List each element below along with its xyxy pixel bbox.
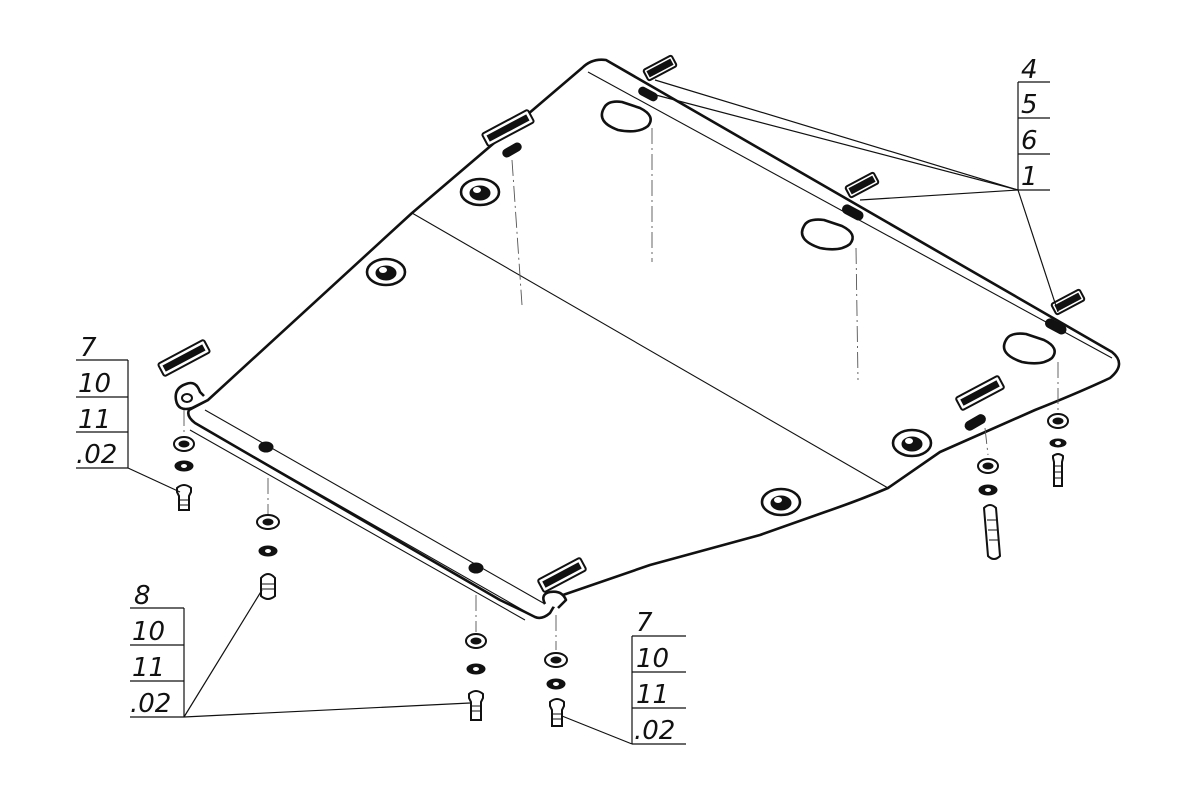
clip-nuts [157,54,1086,593]
callout-label: 8 [134,581,151,611]
callout-label: 5 [1021,90,1038,120]
flange-hole [468,562,484,574]
clip-nut [157,339,211,377]
callout-label: .02 [130,689,171,719]
boss [459,177,501,207]
clip-nut [955,375,1005,411]
clip-nut [642,54,678,82]
callout-label: .02 [76,440,117,470]
slot [638,86,658,102]
callout-label: 7 [80,333,97,363]
bosses [258,177,933,574]
callout-label: 10 [636,644,669,674]
boss [365,257,407,287]
leader-line [561,715,633,745]
leader-line [1017,189,1059,313]
slot [964,414,986,431]
callout-label: 10 [78,369,111,399]
fastener-stack-bottom-right [544,652,568,727]
cutouts [600,100,1056,365]
callout-label: 1 [1021,162,1038,192]
callout-bottom-left: 8 10 11 .02 [130,581,471,719]
bend-line-1 [411,212,889,489]
slot [502,142,522,158]
protection-plate [174,58,1121,621]
leader-line [127,467,181,493]
callout-left: 7 10 11 .02 [76,333,181,493]
oval-cutout [1002,332,1056,365]
leader-line [654,79,1019,191]
assembly-axes [183,128,1059,650]
clip-nut [844,171,880,199]
slots [502,86,1067,431]
fastener-stack-left [173,436,195,511]
plate-outline [186,58,1121,620]
slot [1045,318,1067,335]
leader-line [859,189,1019,201]
callout-label: 11 [78,405,111,435]
callout-label: 10 [132,617,165,647]
boss [760,487,802,517]
callout-label: 11 [636,680,669,710]
front-flange [189,409,546,621]
callout-label: 6 [1021,126,1038,156]
slot [842,204,864,221]
clip-nut [1050,288,1086,316]
fastener-stack-bottom-center [465,633,487,721]
oval-cutout [600,100,652,133]
callout-label: 4 [1021,55,1038,85]
oval-cutout [800,218,854,251]
callout-label: .02 [634,716,675,746]
callout-bottom-center: 7 10 11 .02 [561,608,686,746]
boss [891,428,933,458]
leader-line [183,702,471,718]
fastener-stack-right-short [1047,413,1069,487]
fastener-stack-bottom-left [256,514,280,600]
leader-line [183,589,263,718]
flange-hole [258,441,274,453]
leader-line [651,93,1019,191]
fastener-stack-right-long [977,458,1002,560]
left-ear-hole [181,393,193,403]
callout-label: 11 [132,653,165,683]
clip-nut [481,109,535,147]
clip-nut [537,557,587,593]
right-mount-ear [542,590,568,609]
callout-top-right: 4 5 6 1 [651,55,1059,313]
callout-label: 7 [636,608,653,638]
